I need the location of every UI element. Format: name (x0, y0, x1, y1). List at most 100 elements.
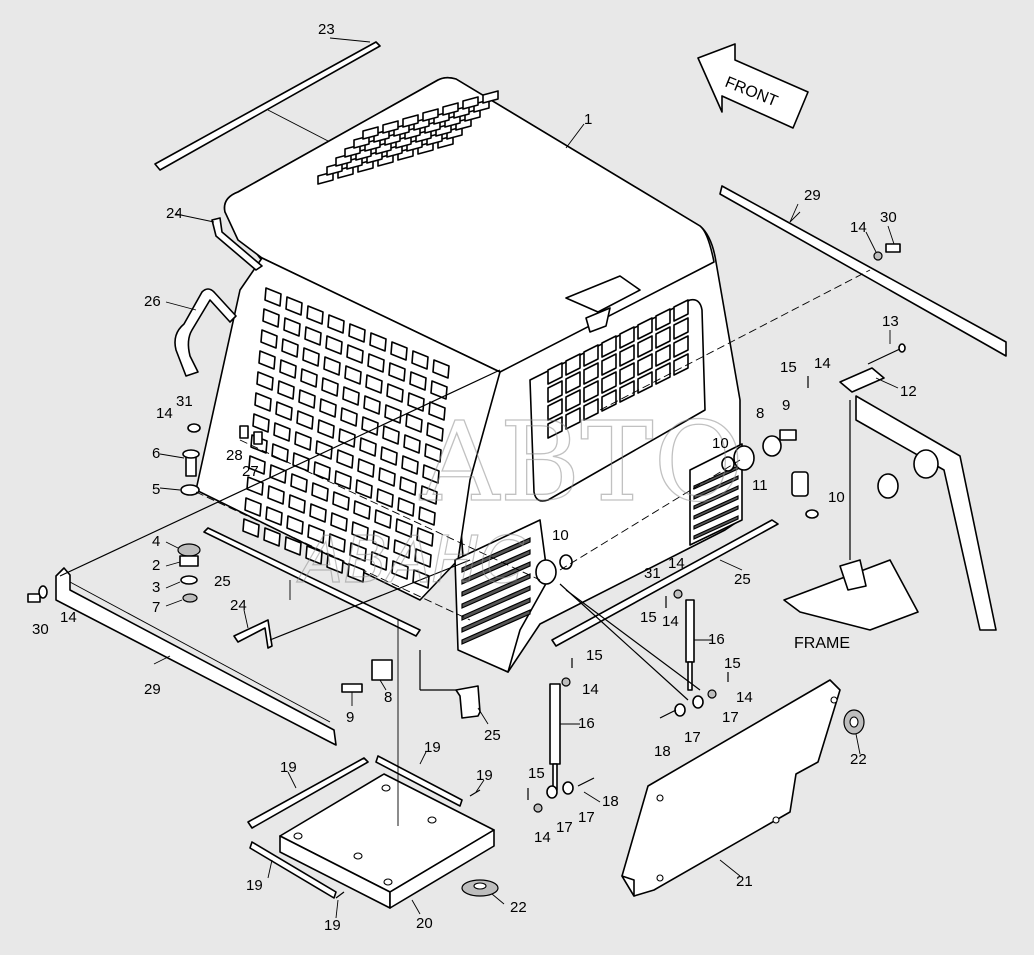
side-grid-cell (353, 500, 371, 520)
side-grid-cell (288, 494, 306, 514)
side-grid-cell (365, 374, 383, 394)
strips-19 (247, 755, 481, 899)
side-grid-cell (334, 470, 352, 490)
side-grid-cell (309, 503, 327, 523)
watermark: ABTO ABAHC (295, 397, 744, 598)
window-grid-cell (673, 299, 689, 322)
side-grid-cell (395, 518, 413, 538)
callout-15: 15 (724, 655, 741, 672)
callout-14: 14 (668, 555, 685, 572)
trim-strip-23 (154, 41, 381, 171)
louver-slot (461, 549, 531, 585)
callout-19: 19 (280, 759, 297, 776)
callout-6: 6 (152, 445, 160, 462)
side-grid-cell (407, 392, 425, 412)
side-grid-cell (370, 551, 388, 571)
callout-7: 7 (152, 599, 160, 616)
bushing-8-right (762, 429, 797, 457)
side-grid-cell (307, 524, 325, 544)
callout-14: 14 (582, 681, 599, 698)
side-grid-cell (351, 521, 369, 541)
side-grid-cell (411, 350, 429, 370)
side-grid-cell (359, 437, 377, 457)
grab-handle-26 (174, 288, 237, 377)
side-grid-cell (263, 527, 281, 547)
side-grid-cell (428, 401, 446, 421)
callout-22: 22 (510, 899, 527, 916)
louver-slot (461, 573, 531, 609)
side-grid-cell (374, 509, 392, 529)
side-grid-cell (326, 554, 344, 574)
side-grid-cell (319, 398, 337, 418)
side-grid-cell (355, 479, 373, 499)
side-grid-cell (378, 467, 396, 487)
panel-21 (621, 679, 841, 897)
side-grid-cell (277, 380, 295, 400)
callout-10: 10 (712, 435, 729, 452)
window-grid-cell (601, 353, 617, 376)
bolt-30-left (27, 585, 48, 603)
window-grid-cell (583, 380, 599, 403)
side-grid-cell (399, 476, 417, 496)
side-grid-cell (405, 413, 423, 433)
side-grid-cell (403, 434, 421, 454)
side-grid-cell (432, 359, 450, 379)
pin-13 (867, 343, 906, 365)
callout-14: 14 (850, 219, 867, 236)
callout-14: 14 (534, 829, 551, 846)
window-grid-cell (583, 344, 599, 367)
callout-10: 10 (552, 527, 569, 544)
side-grid-cell (422, 464, 440, 484)
window-grid-cell (619, 344, 635, 367)
side-grid-cell (264, 287, 282, 307)
side-grid-cell (262, 308, 280, 328)
side-grid-cell (273, 422, 291, 442)
window-grid-cell (583, 398, 599, 421)
side-grid-cell (296, 410, 314, 430)
louver-slot (461, 609, 531, 645)
callout-17: 17 (722, 709, 739, 726)
louver-slot (693, 515, 739, 540)
side-grid-cell (416, 527, 434, 547)
callout-29: 29 (144, 681, 161, 698)
callout-31: 31 (644, 565, 661, 582)
callout-12: 12 (900, 383, 917, 400)
callout-19: 19 (246, 877, 263, 894)
side-grid-cell (317, 419, 335, 439)
side-grid-cell (313, 461, 331, 481)
callout-30: 30 (32, 621, 49, 638)
side-grid-cell (246, 476, 264, 496)
callout-13: 13 (882, 313, 899, 330)
side-grid-cell (256, 371, 274, 391)
side-grid-cell (286, 515, 304, 535)
frame-label: FRAME (794, 635, 850, 652)
side-grid-cell (409, 371, 427, 391)
window-grid-cell (583, 362, 599, 385)
side-grid-cell (252, 413, 270, 433)
side-grid-cell (332, 491, 350, 511)
callout-19: 19 (324, 917, 341, 934)
side-grid-cell (346, 344, 364, 364)
callout-1: 1 (584, 111, 592, 128)
strip-25-left (203, 527, 421, 637)
callout-14: 14 (60, 609, 77, 626)
roof-vent-cell (442, 102, 459, 116)
side-grid-cell (279, 359, 297, 379)
callout-25: 25 (734, 571, 751, 588)
side-grid-cell (348, 323, 366, 343)
side-grid-cell (327, 314, 345, 334)
side-grid-cell (328, 533, 346, 553)
side-grid-cell (386, 383, 404, 403)
pivot-10 (535, 445, 755, 585)
side-grid-cell (342, 386, 360, 406)
window-grid-cell (637, 317, 653, 340)
callout-10: 10 (828, 489, 845, 506)
strip-25-right (551, 519, 779, 647)
window-grid-cell (655, 344, 671, 367)
window-grid-cell (547, 362, 563, 385)
callout-22: 22 (850, 751, 867, 768)
callout-14: 14 (662, 613, 679, 630)
callout-17: 17 (684, 729, 701, 746)
roof-vent-cell (382, 120, 399, 134)
louver-slot (693, 485, 739, 510)
